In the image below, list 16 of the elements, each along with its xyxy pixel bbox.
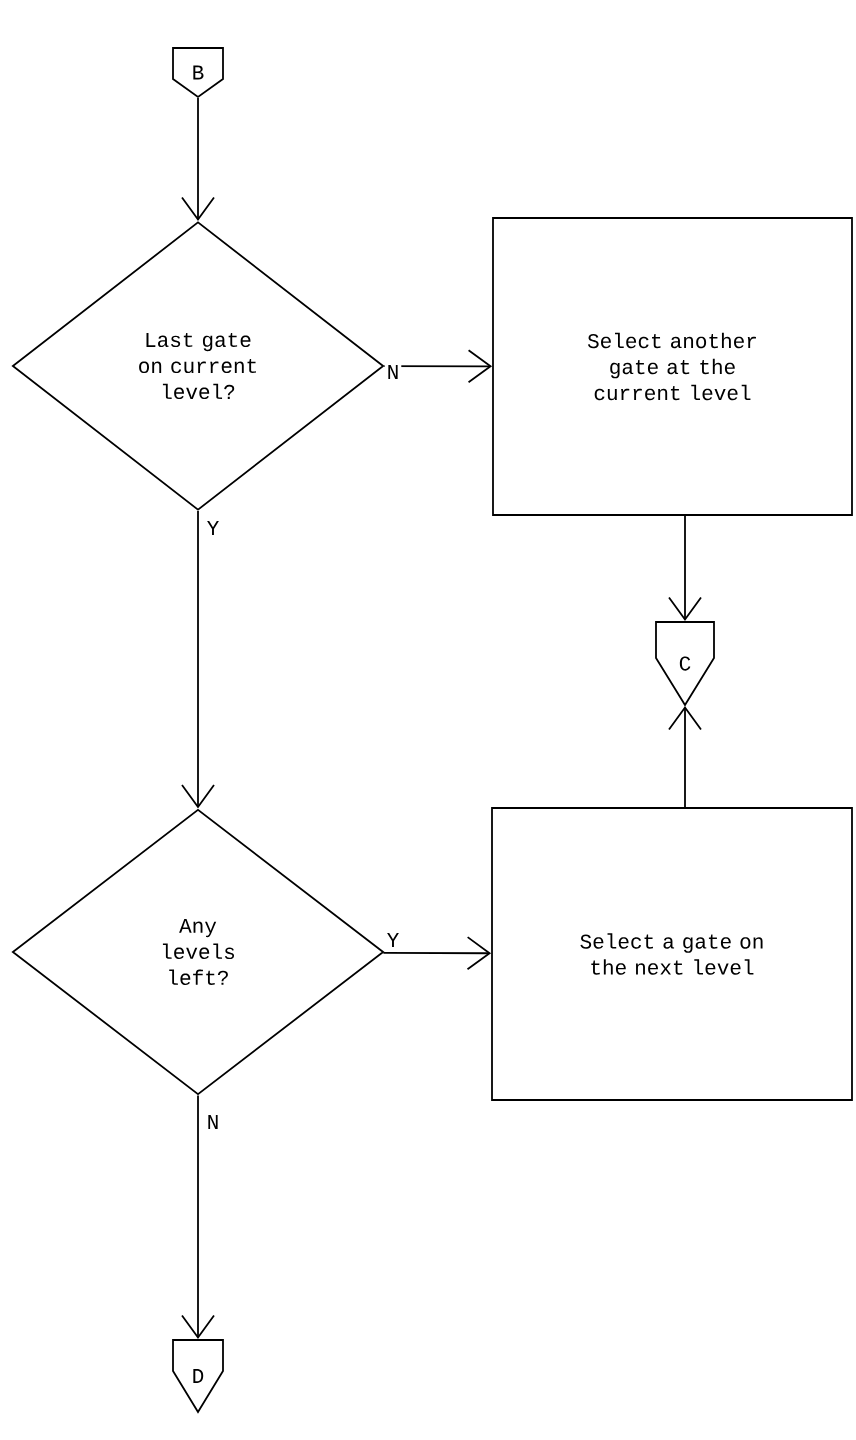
edge-label: Y (384, 931, 402, 949)
arrow (181, 510, 215, 809)
arrow (383, 349, 493, 384)
process-box: Select another gate at the current level (492, 217, 853, 516)
arrow (668, 705, 702, 808)
edge-label: N (204, 1113, 222, 1131)
arrow (668, 515, 702, 622)
arrow (382, 936, 492, 971)
edge-label: N (384, 363, 402, 381)
off-page-connector: C (655, 621, 715, 707)
edge-label: Y (204, 519, 222, 537)
off-page-connector: D (172, 1339, 224, 1414)
arrow (181, 1094, 215, 1340)
off-page-connector: B (172, 47, 224, 99)
process-box: Select a gate on the next level (491, 807, 853, 1101)
arrow (181, 97, 215, 222)
